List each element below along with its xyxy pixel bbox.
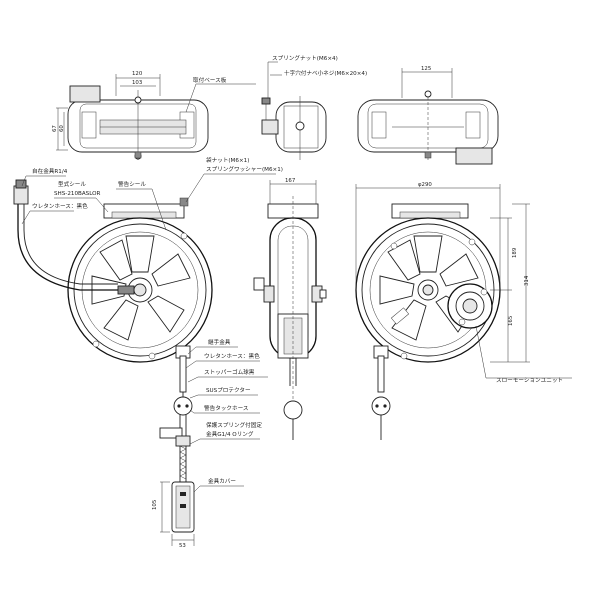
- top-view-right: [357, 68, 499, 165]
- dim-60: 60: [59, 125, 65, 132]
- label-warning-seal: 警告シール: [118, 180, 146, 188]
- dim-189: 189: [512, 247, 518, 258]
- label-fitting-cover: 金具カバー: [208, 477, 236, 485]
- label-fitting-oring: 金具G1/4 Oリング: [206, 430, 254, 438]
- dim-105: 105: [152, 500, 158, 510]
- label-spring-washer: スプリングワッシャー(M6×1): [206, 165, 283, 173]
- label-model-number: SHS-210BASLOR: [54, 191, 101, 197]
- dim-314: 314: [524, 275, 530, 286]
- dim-phi290: φ290: [418, 182, 432, 188]
- rear-view-reel: [355, 184, 530, 440]
- label-sus-protector: SUSプロテクター: [206, 386, 251, 394]
- front-view-reel: [13, 179, 213, 393]
- dim-103: 103: [132, 80, 142, 86]
- side-view: [253, 180, 327, 440]
- dim-67: 67: [52, 125, 58, 132]
- label-swivel-fitting: 自在金具R1/4: [32, 167, 68, 175]
- dim-167: 167: [285, 178, 295, 184]
- label-slow-motion-unit: スローモーションユニット: [496, 377, 563, 384]
- label-spring-fixed: 保護スプリング付固定: [206, 421, 262, 429]
- label-hand-fitting: 継手金具: [208, 338, 231, 346]
- label-urethane-hose-top: ウレタンホース：黒色: [32, 202, 88, 210]
- hose-assembly: [159, 392, 195, 546]
- label-cross-screw: 十字穴付ナベ小ネジ(M6×20×4): [284, 69, 367, 77]
- label-stopper-rubber: ストッパーゴム球黒: [204, 368, 255, 376]
- label-mount-base: 取付ベース板: [193, 76, 227, 84]
- top-view-left: [56, 74, 209, 160]
- top-view-middle: [261, 61, 327, 160]
- label-urethane-hose-bottom: ウレタンホース：黒色: [204, 352, 260, 360]
- label-model-seal: 型式シール: [58, 180, 86, 188]
- label-warning-tack: 警告タックホース: [204, 404, 249, 412]
- dim-165: 165: [508, 316, 514, 326]
- dim-120: 120: [132, 71, 143, 77]
- label-spring-nut: スプリングナット(M6×4): [272, 54, 338, 62]
- dim-53: 53: [179, 543, 186, 549]
- dim-125: 125: [421, 66, 431, 72]
- label-cap-nut: 袋ナット(M6×1): [206, 156, 249, 164]
